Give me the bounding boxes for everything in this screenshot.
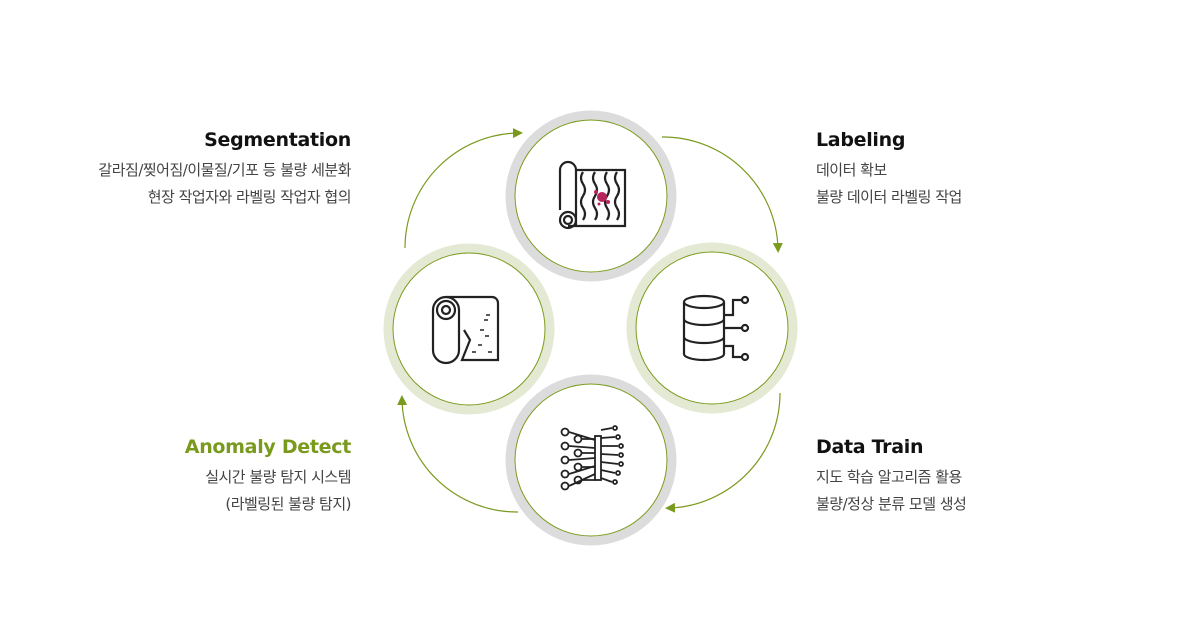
circle-top [505, 110, 677, 282]
step-title: Anomaly Detect [184, 436, 352, 458]
neural-network-icon [560, 425, 624, 491]
arrow-train-to-detect [665, 392, 781, 513]
fabric-roll-stain-icon [558, 160, 627, 230]
step-segmentation: Segmentation 갈라짐/찢어짐/이물질/기포 등 불량 세분화 현장 … [21, 129, 351, 211]
step-desc: 실시간 불량 탐지 시스템 [205, 468, 351, 486]
database-icon [682, 294, 750, 362]
step-desc: 지도 학습 알고리즘 활용 [816, 468, 962, 486]
step-title: Segmentation [204, 129, 351, 151]
step-data-train: Data Train 지도 학습 알고리즘 활용 불량/정상 분류 모델 생성 [816, 436, 1146, 518]
circle-bottom [505, 374, 677, 546]
step-desc: (라벨링된 불량 탐지) [225, 495, 351, 513]
step-desc: 불량 데이터 라벨링 작업 [816, 188, 962, 206]
step-labeling: Labeling 데이터 확보 불량 데이터 라벨링 작업 [816, 129, 1146, 211]
circle-right [626, 242, 798, 414]
fabric-roll-icon [431, 295, 500, 365]
step-desc: 현장 작업자와 라벨링 작업자 협의 [147, 188, 352, 206]
arrow-segmentation-to-labeling [404, 128, 523, 249]
step-title: Data Train [816, 436, 924, 458]
step-desc: 갈라짐/찢어짐/이물질/기포 등 불량 세분화 [98, 161, 351, 179]
step-desc: 데이터 확보 [816, 161, 887, 179]
step-desc: 불량/정상 분류 모델 생성 [816, 495, 967, 513]
arrow-detect-to-segmentation [397, 395, 519, 513]
step-title: Labeling [816, 129, 906, 151]
step-anomaly-detect: Anomaly Detect 실시간 불량 탐지 시스템 (라벨링된 불량 탐지… [21, 436, 352, 518]
circle-left [383, 243, 555, 415]
arrow-labeling-to-train [661, 136, 783, 253]
